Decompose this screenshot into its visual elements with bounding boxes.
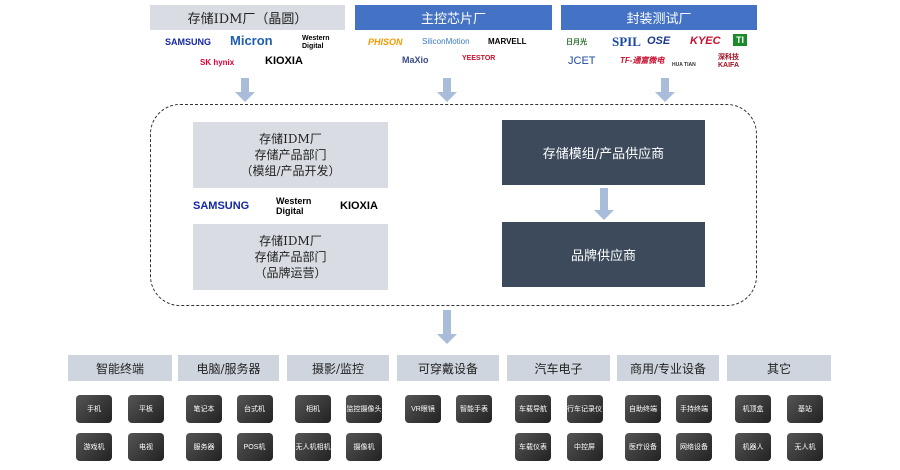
module-supplier-box: 存储模组/产品供应商	[502, 120, 705, 185]
logo-kioxia: KIOXIA	[340, 200, 378, 212]
product-image: 中控屏	[566, 433, 603, 461]
product-image: 车载仪表	[515, 433, 551, 461]
product-image: 网络设备	[676, 433, 712, 461]
product-image: 车载导航	[515, 395, 551, 423]
product-image: 自助终端	[625, 395, 661, 423]
product-image: 笔记本	[186, 395, 222, 423]
packaging-header: 封装测试厂	[561, 5, 757, 30]
logo-sk-hynix: SK hynix	[200, 58, 235, 67]
logo-kaifa: 深科技 KAIFA	[718, 54, 739, 69]
product-image: 智能手表	[456, 395, 492, 423]
category-header: 摄影/监控	[287, 355, 389, 381]
category-header: 其它	[727, 355, 831, 381]
product-image: 监控摄像头	[346, 395, 382, 423]
product-image: 行车记录仪	[566, 395, 603, 423]
product-image: 基站	[787, 395, 823, 423]
product-image: 台式机	[236, 395, 273, 423]
logo-samsung: SAMSUNG	[193, 200, 250, 212]
box-line: 存储产品部门	[254, 148, 327, 162]
arrow-down-applications	[437, 310, 457, 344]
product-image: 机器人	[735, 433, 771, 461]
box-line: （模组/产品开发）	[240, 164, 341, 178]
logo-western-digital: Western Digital	[302, 35, 330, 50]
logo-ose: OSE	[647, 35, 671, 47]
product-image: 手机	[76, 395, 112, 423]
product-image: 手持终端	[676, 395, 712, 423]
arrow-down-packaging	[655, 78, 675, 102]
product-image: 无人机	[787, 433, 823, 461]
logo-spil: SPIL	[612, 34, 641, 49]
product-image: 无人机相机	[295, 433, 331, 461]
product-image: 游戏机	[76, 433, 112, 461]
controller-header: 主控芯片厂	[355, 5, 552, 30]
product-image: POS机	[236, 433, 273, 461]
category-header: 智能终端	[68, 355, 172, 381]
category-header: 商用/专业设备	[617, 355, 719, 381]
idm-header: 存储IDM厂（晶圆）	[150, 5, 345, 30]
logo-yeestor: YEESTOR	[462, 55, 496, 62]
logo-tfme: TF-通富微电	[620, 56, 665, 65]
product-image: 电视	[128, 433, 164, 461]
category-header: 可穿戴设备	[397, 355, 499, 381]
product-image: 平板	[128, 395, 164, 423]
manufacturer-group-frame	[150, 104, 757, 306]
product-image: 医疗设备	[625, 433, 661, 461]
logo-phison: PHISON	[368, 37, 403, 47]
category-header: 汽车电子	[507, 355, 610, 381]
logo-ase: 日月光	[566, 39, 587, 46]
category-header: 电脑/服务器	[178, 355, 279, 381]
logo-marvell: MARVELL	[488, 37, 527, 46]
box-line: （品牌运营）	[254, 266, 327, 280]
idm-brand-box: 存储IDM厂 存储产品部门 （品牌运营）	[193, 224, 388, 290]
arrow-down-idm	[235, 78, 255, 102]
logo-huatian: HUA TIAN	[672, 62, 696, 68]
box-line: 存储IDM厂	[259, 132, 322, 146]
product-image: 摄像机	[346, 433, 382, 461]
arrow-down-supplier	[594, 188, 614, 220]
product-image: VR眼镜	[405, 395, 441, 423]
logo-jcet: JCET	[568, 55, 596, 67]
product-image: 机顶盒	[735, 395, 771, 423]
box-line: 存储IDM厂	[259, 234, 322, 248]
logo-kioxia: KIOXIA	[265, 55, 303, 67]
brand-supplier-box: 品牌供应商	[502, 222, 705, 287]
logo-ti: TI	[733, 34, 747, 46]
logo-kyec: KYEC	[690, 35, 721, 47]
logo-micron: Micron	[230, 33, 273, 48]
product-image: 服务器	[186, 433, 222, 461]
logo-western-digital: Western Digital	[276, 196, 312, 216]
logo-siliconmotion: SiliconMotion	[422, 37, 470, 46]
box-line: 存储产品部门	[254, 250, 327, 264]
logo-samsung: SAMSUNG	[165, 37, 212, 47]
idm-module-dev-box: 存储IDM厂 存储产品部门 （模组/产品开发）	[193, 122, 388, 188]
arrow-down-controller	[437, 78, 457, 102]
product-image: 相机	[295, 395, 331, 423]
logo-maxio: MaXio	[402, 55, 429, 65]
